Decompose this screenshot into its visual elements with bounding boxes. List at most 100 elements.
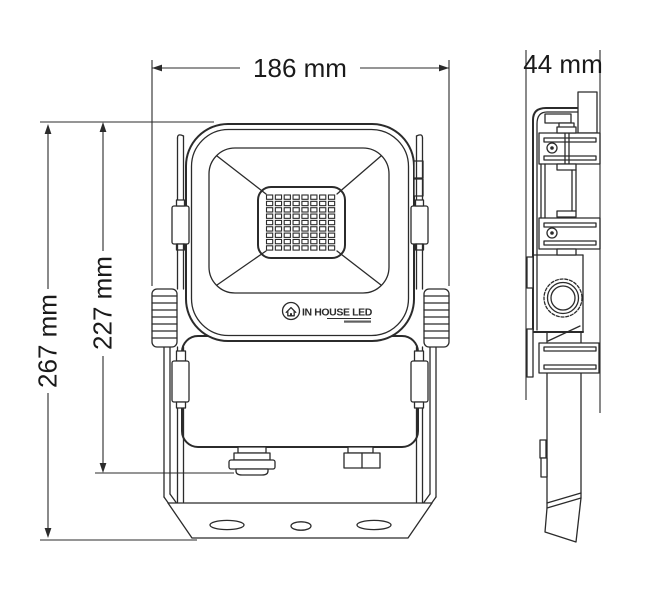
led-chip [327, 207, 336, 213]
mounting-slot-right [356, 519, 392, 531]
house-icon [285, 306, 297, 317]
led-chip [274, 232, 283, 238]
connector-block [343, 446, 381, 469]
front-width-label: 186 mm [253, 53, 347, 83]
cable-gland [228, 446, 276, 476]
logo-tagline-microtext [344, 320, 371, 323]
adjustment-knob-right [423, 288, 450, 348]
led-chip [274, 200, 283, 207]
side-latch-tab-lower [526, 328, 534, 378]
led-chip [292, 226, 300, 232]
side-depth-label: 44 mm [523, 49, 602, 79]
mounting-slot-left [209, 519, 245, 531]
arm-mount-block [538, 342, 600, 374]
led-chip [301, 194, 309, 200]
led-chip [265, 194, 274, 200]
led-panel [257, 186, 346, 259]
dimension-front-width: 186 mm [151, 53, 450, 286]
side-arm-links [540, 163, 577, 219]
bracket-foot [544, 497, 582, 543]
led-chip [327, 226, 336, 232]
dimension-side-depth: 44 mm [523, 49, 603, 413]
arrow-left-icon [152, 64, 162, 72]
led-chip [274, 219, 283, 226]
dimension-overall-height: 267 mm [33, 121, 214, 541]
led-chip [274, 194, 283, 200]
overall-height-label: 267 mm [33, 294, 63, 388]
led-chip [283, 194, 291, 200]
led-chip [265, 213, 274, 219]
led-chip [310, 238, 318, 245]
lower-tab-right [410, 360, 429, 403]
led-chip [327, 238, 336, 245]
reflector-face [208, 147, 390, 294]
led-chip [283, 245, 291, 251]
led-chip [283, 200, 291, 207]
led-chip [319, 200, 327, 207]
screw-icon [546, 142, 558, 154]
arrow-right-icon [439, 64, 449, 72]
led-chip [292, 213, 300, 219]
led-chip [274, 245, 283, 251]
led-chip [310, 194, 318, 200]
dimensions: 186 mm 44 mm 267 mm 227 mm [33, 49, 603, 541]
led-chip [327, 200, 336, 207]
bracket-arms-and-tabs [171, 134, 429, 503]
led-chip [292, 238, 300, 245]
side-clamp-upper [538, 126, 601, 171]
led-chip [301, 219, 309, 226]
body-height-label: 227 mm [88, 256, 118, 350]
led-chip [265, 238, 274, 245]
upper-tab-left [171, 205, 190, 245]
led-chip [292, 194, 300, 200]
led-chip [310, 207, 318, 213]
lower-housing [181, 335, 419, 448]
led-chip [319, 194, 327, 200]
mounting-bracket [163, 299, 437, 539]
led-chip [292, 245, 300, 251]
led-chip [310, 213, 318, 219]
led-chip [274, 213, 283, 219]
arrow-up-icon [99, 122, 107, 132]
led-chip [310, 219, 318, 226]
led-chip [283, 238, 291, 245]
adjustment-knob-left [151, 288, 178, 348]
led-chip [283, 213, 291, 219]
led-chip [292, 200, 300, 207]
led-chip [265, 232, 274, 238]
brand-logo: IN HOUSE LED [281, 301, 373, 323]
led-chip [292, 219, 300, 226]
side-clamp-lower [538, 210, 601, 256]
upper-tab-right [410, 205, 429, 245]
upper-housing [185, 123, 415, 342]
led-chip [301, 226, 309, 232]
led-chip [310, 226, 318, 232]
led-chip [319, 219, 327, 226]
led-chip [265, 219, 274, 226]
led-chip [327, 213, 336, 219]
arrow-down-icon [44, 528, 52, 538]
led-chip [310, 232, 318, 238]
side-latch-tab-upper [526, 256, 534, 289]
led-chip [283, 232, 291, 238]
led-chip [319, 232, 327, 238]
led-chip [265, 200, 274, 207]
mounting-slot-center [290, 521, 312, 531]
led-chip [327, 219, 336, 226]
logo-brand-text: IN HOUSE LED [302, 307, 373, 319]
led-chip [292, 207, 300, 213]
led-chip [301, 200, 309, 207]
led-chip [327, 194, 336, 200]
led-chip [283, 219, 291, 226]
led-chip [301, 238, 309, 245]
arrow-up-icon [44, 124, 52, 134]
logo-ring [281, 301, 301, 321]
led-chip [283, 226, 291, 232]
led-chip [319, 238, 327, 245]
led-chip-grid [265, 194, 336, 251]
led-chip [301, 207, 309, 213]
led-chip [319, 226, 327, 232]
led-chip [301, 245, 309, 251]
